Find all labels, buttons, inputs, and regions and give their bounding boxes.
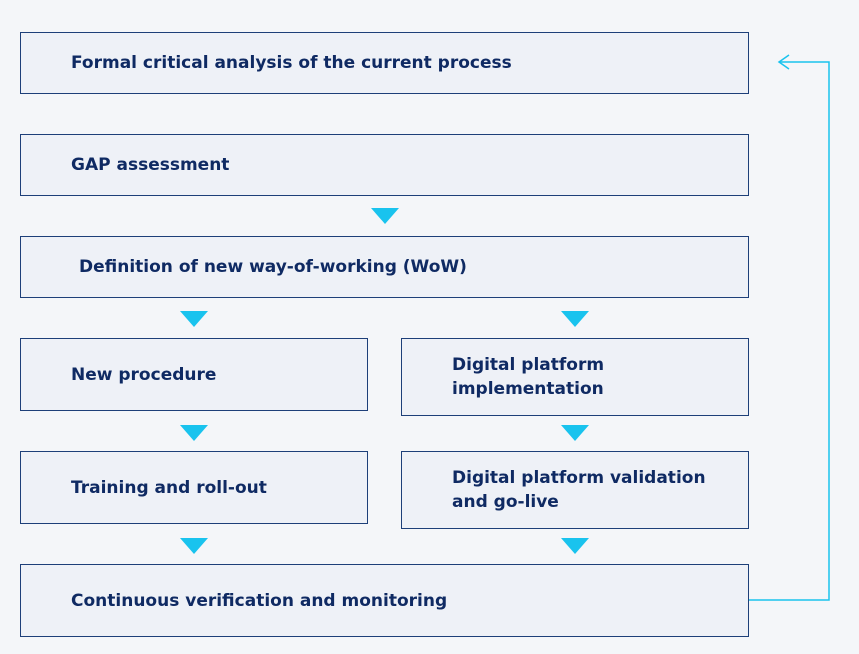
- step-new-procedure: New procedure: [20, 338, 368, 411]
- step-training-rollout: Training and roll-out: [20, 451, 368, 524]
- down-arrow-icon: [561, 311, 589, 327]
- down-arrow-icon: [180, 311, 208, 327]
- step-digital-platform-implementation-label: Digital platform implementation: [452, 355, 605, 399]
- step-formal-analysis-label: Formal critical analysis of the current …: [71, 53, 512, 73]
- step-definition-wow: Definition of new way-of-working (WoW): [20, 236, 749, 298]
- step-formal-analysis: Formal critical analysis of the current …: [20, 32, 749, 94]
- step-new-procedure-label: New procedure: [71, 364, 217, 385]
- step-gap-assessment: GAP assessment: [20, 134, 749, 196]
- step-training-rollout-label: Training and roll-out: [71, 477, 267, 498]
- down-arrow-icon: [180, 425, 208, 441]
- step-gap-assessment-label: GAP assessment: [71, 155, 230, 175]
- step-continuous-verification-label: Continuous verification and monitoring: [71, 590, 448, 611]
- down-arrow-icon: [561, 538, 589, 554]
- step-digital-platform-implementation: Digital platform implementation: [401, 338, 749, 416]
- step-digital-platform-validation: Digital platform validation and go-live: [401, 451, 749, 529]
- step-digital-platform-validation-label: Digital platform validation and go-live: [452, 468, 706, 512]
- step-continuous-verification: Continuous verification and monitoring: [20, 564, 749, 637]
- arrow-head-icon: [777, 54, 790, 70]
- down-arrow-icon: [180, 538, 208, 554]
- down-arrow-icon: [371, 208, 399, 224]
- step-definition-wow-label: Definition of new way-of-working (WoW): [79, 257, 467, 277]
- down-arrow-icon: [561, 425, 589, 441]
